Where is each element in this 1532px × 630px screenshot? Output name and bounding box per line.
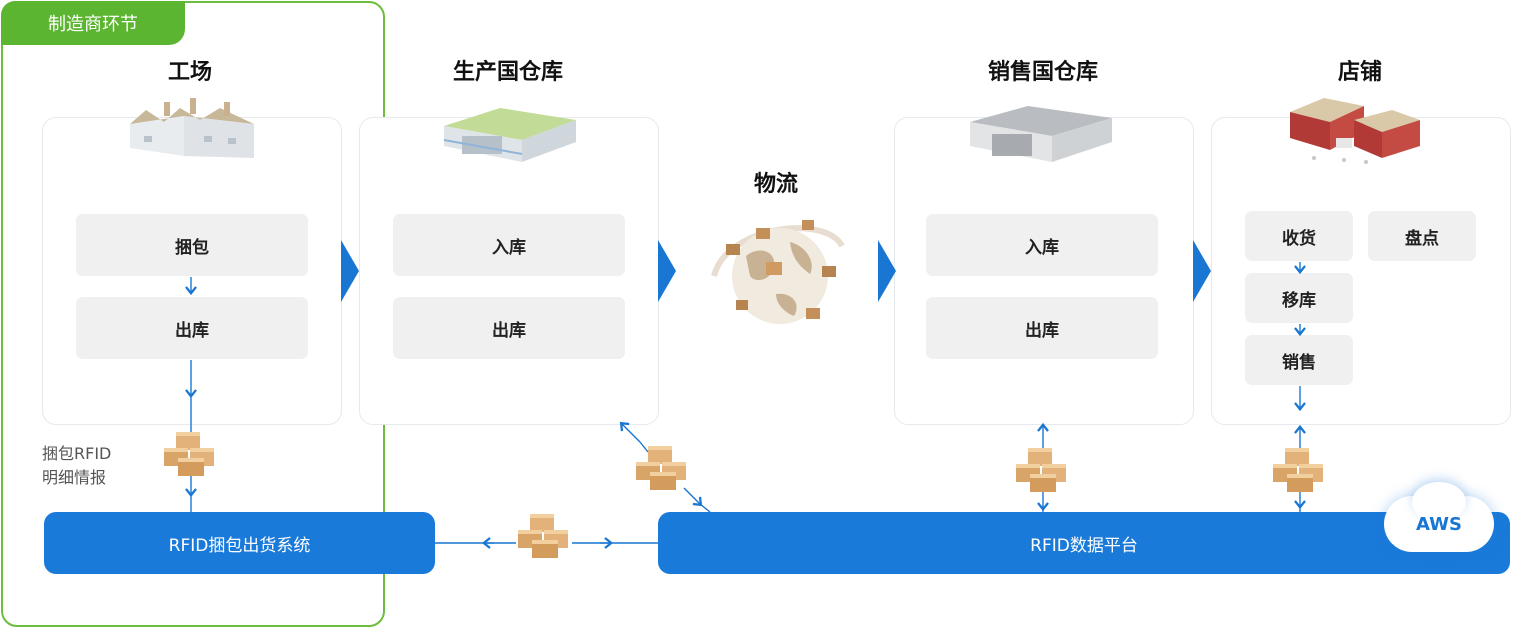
sales-warehouse-step-outbound: 出库 xyxy=(926,297,1158,359)
store-step-transfer: 移库 xyxy=(1245,273,1353,323)
carton-stack-icon xyxy=(636,446,686,490)
store-building-icon xyxy=(1290,98,1420,164)
flow-arrow-icon xyxy=(1193,240,1211,302)
logistics-title: 物流 xyxy=(753,172,798,197)
production-warehouse-building-icon xyxy=(443,108,576,162)
factory-building-icon xyxy=(130,98,254,158)
logistics-globe-icon xyxy=(711,220,845,324)
aws-label: AWS xyxy=(1416,513,1462,535)
flow-arrow-icon xyxy=(658,240,676,302)
factory-title: 工场 xyxy=(167,60,212,85)
manufacturer-tab: 制造商环节 xyxy=(1,1,185,45)
packing-rfid-label-line2: 明细情报 xyxy=(42,468,107,487)
factory-step-outbound: 出库 xyxy=(76,297,308,359)
carton-stack-icon xyxy=(1273,448,1323,492)
packing-rfid-label: 捆包RFID 明细情报 xyxy=(42,442,111,490)
sales-warehouse-building-icon xyxy=(970,106,1112,162)
store-step-inventory: 盘点 xyxy=(1368,211,1476,261)
carton-stack-icon xyxy=(164,432,214,476)
carton-stack-icon xyxy=(518,514,568,558)
store-step-sales: 销售 xyxy=(1245,335,1353,385)
production-warehouse-step-outbound: 出库 xyxy=(393,297,625,359)
sales-warehouse-title: 销售国仓库 xyxy=(987,60,1098,85)
packing-rfid-label-line1: 捆包RFID xyxy=(42,444,112,463)
production-warehouse-title: 生产国仓库 xyxy=(452,60,563,85)
rfid-data-platform-bar: RFID数据平台 xyxy=(658,512,1510,574)
flow-arrow-icon xyxy=(878,240,896,302)
sales-warehouse-step-inbound: 入库 xyxy=(926,214,1158,276)
store-title: 店铺 xyxy=(1337,60,1382,85)
carton-stack-icon xyxy=(1016,448,1066,492)
factory-step-packing: 捆包 xyxy=(76,214,308,276)
aws-cloud-icon: AWS xyxy=(1384,482,1494,552)
store-step-receive: 收货 xyxy=(1245,211,1353,261)
flow-arrow-icon xyxy=(341,240,359,302)
production-warehouse-step-inbound: 入库 xyxy=(393,214,625,276)
rfid-packing-shipment-system-bar: RFID捆包出货系统 xyxy=(44,512,435,574)
